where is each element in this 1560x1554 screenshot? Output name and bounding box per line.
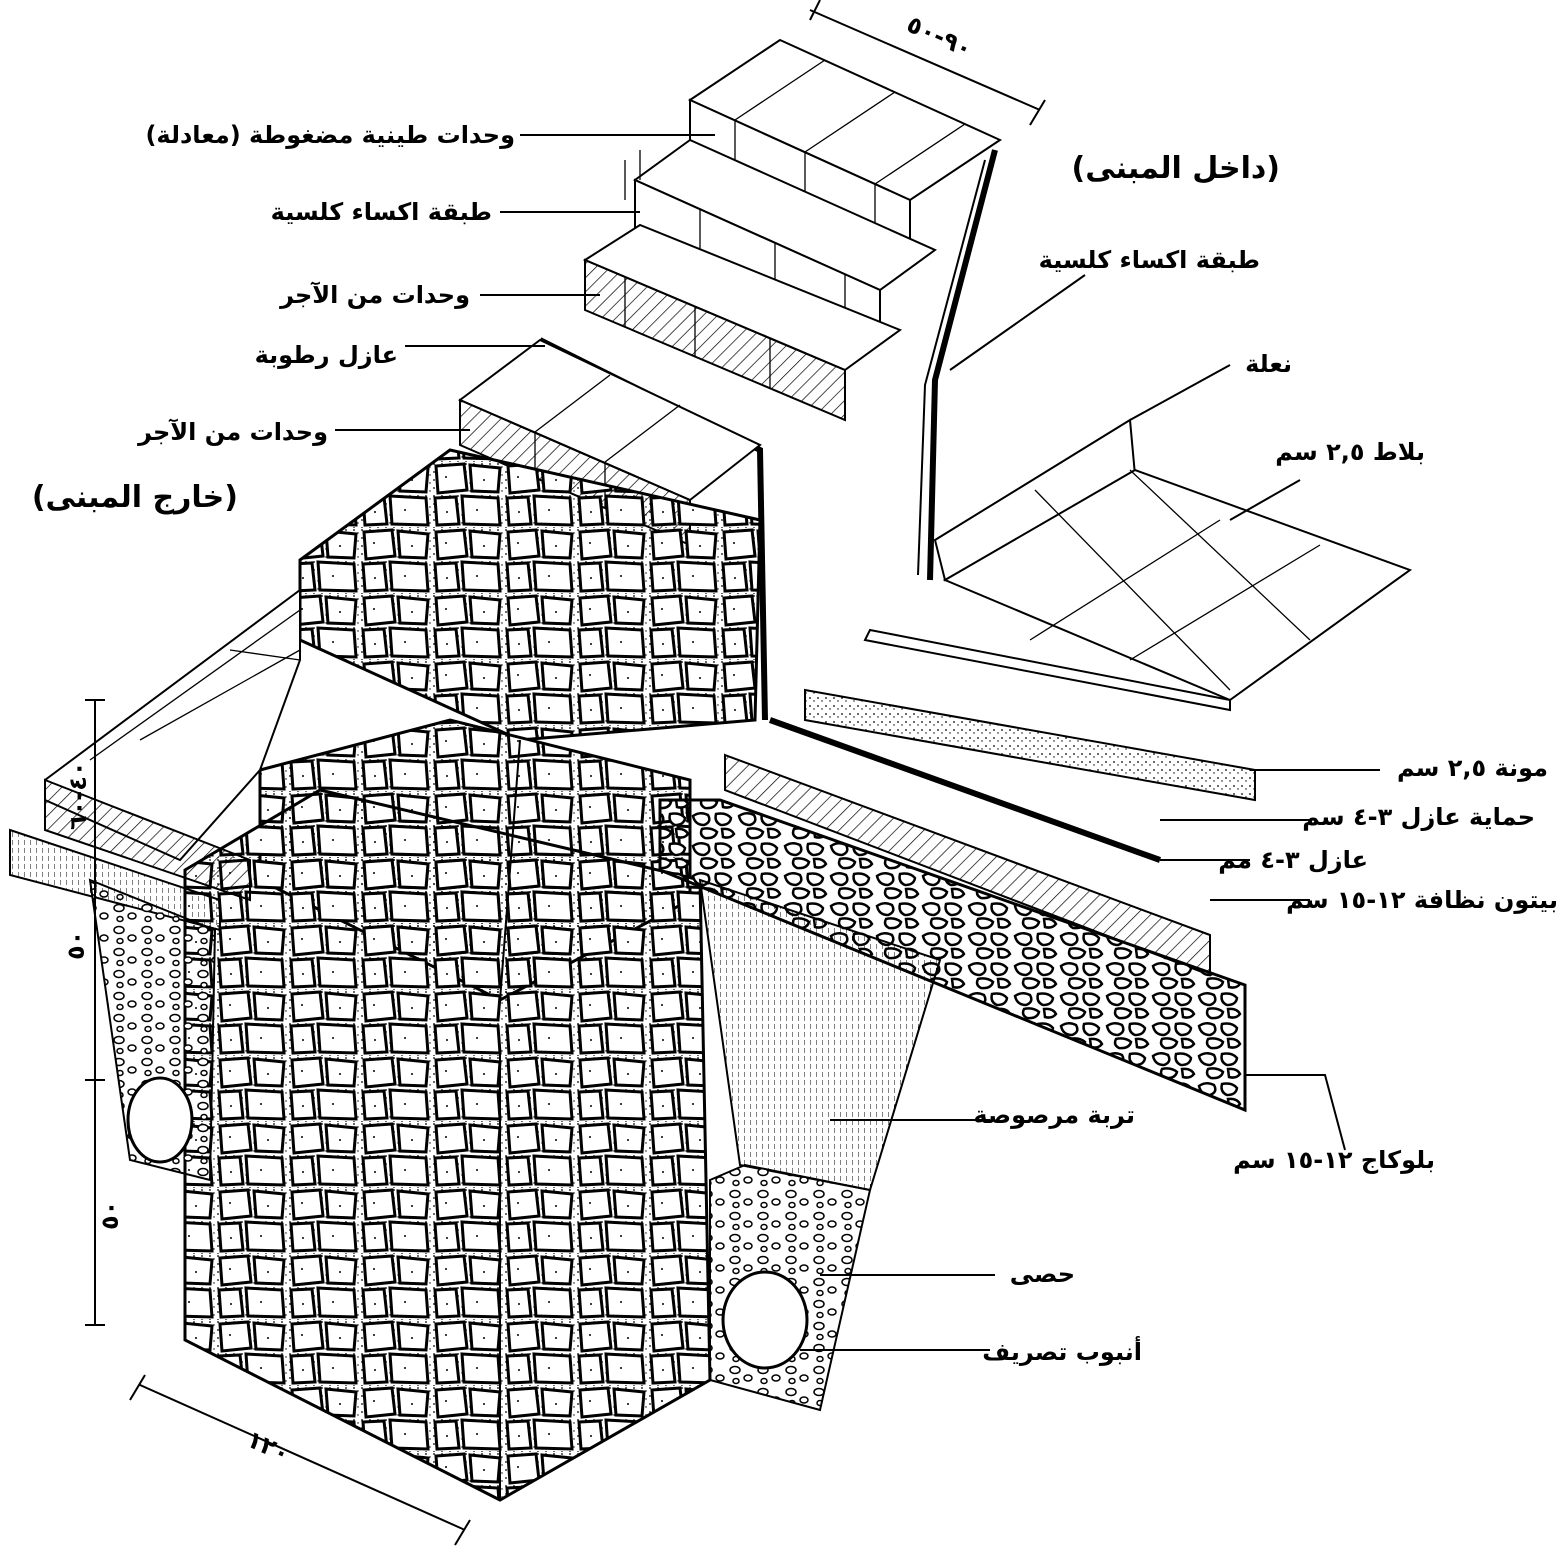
label-lime-plaster-inside: طبقة اكساء كلسية <box>1039 246 1260 274</box>
stone-foundation <box>183 448 762 1502</box>
label-compacted-soil: تربة مرصوصة <box>973 1101 1135 1129</box>
label-compressed-clay-units: وحدات طينية مضغوطة (معادلة) <box>145 121 515 149</box>
label-gravel: حصى <box>1010 1260 1075 1288</box>
interior-drain-pipe <box>721 1270 809 1370</box>
stone-footing <box>183 788 712 1502</box>
insulation-line <box>768 717 1162 863</box>
label-blinding-concrete: بيتون نظافة ١٢-١٥ سم <box>1286 886 1558 914</box>
dim-footing-depth-upper: ٥٠ <box>62 931 90 960</box>
label-lime-plaster-top: طبقة اكساء كلسية <box>271 198 492 226</box>
dim-footing-depth-lower: ٥٠ <box>96 1201 124 1230</box>
label-insulation-protection: حماية عازل ٣-٤ سم <box>1302 803 1535 831</box>
exterior-soil-layer <box>9 828 221 932</box>
interior-floor <box>658 418 1413 1412</box>
brick-course-upper-front <box>584 258 846 422</box>
label-mortar: مونة ٢,٥ سم <box>1397 754 1548 782</box>
label-brick-units-lower: وحدات من الآجر <box>137 418 328 446</box>
dim-footing-width: ١٢٠ <box>243 1425 295 1468</box>
label-tiles: بلاط ٢,٥ سم <box>1275 438 1425 466</box>
label-skirting: نعلة <box>1245 350 1292 378</box>
label-drain-pipe: أنبوب تصريف <box>982 1336 1142 1366</box>
label-insulation: عازل ٣-٤ مم <box>1218 846 1368 874</box>
leader-lines <box>335 134 1380 1351</box>
mortar-layer <box>804 688 1256 802</box>
exterior-drain-pipe <box>126 1076 194 1164</box>
label-outside-building: (خارج المبنى) <box>32 480 238 515</box>
exterior-paving-front <box>44 778 251 902</box>
labels: (داخل المبنى) (خارج المبنى) وحدات طينية … <box>32 121 1558 1366</box>
label-damp-proofing: عازل رطوبة <box>255 341 398 369</box>
label-inside-building: (داخل المبنى) <box>1072 151 1280 186</box>
dim-plinth-height: ٤٠-٦٠ <box>64 761 92 830</box>
floor-tiles <box>942 468 1413 702</box>
upper-wall <box>458 38 1003 721</box>
floor-tiles-edge <box>863 628 1231 712</box>
hardcore-layer <box>658 798 1247 1113</box>
label-hardcore: بلوكاج ١٢-١٥ سم <box>1233 1146 1435 1174</box>
interior-plaster-line <box>927 149 998 581</box>
label-brick-units-upper: وحدات من الآجر <box>279 281 470 309</box>
exterior-ground <box>9 588 301 1182</box>
